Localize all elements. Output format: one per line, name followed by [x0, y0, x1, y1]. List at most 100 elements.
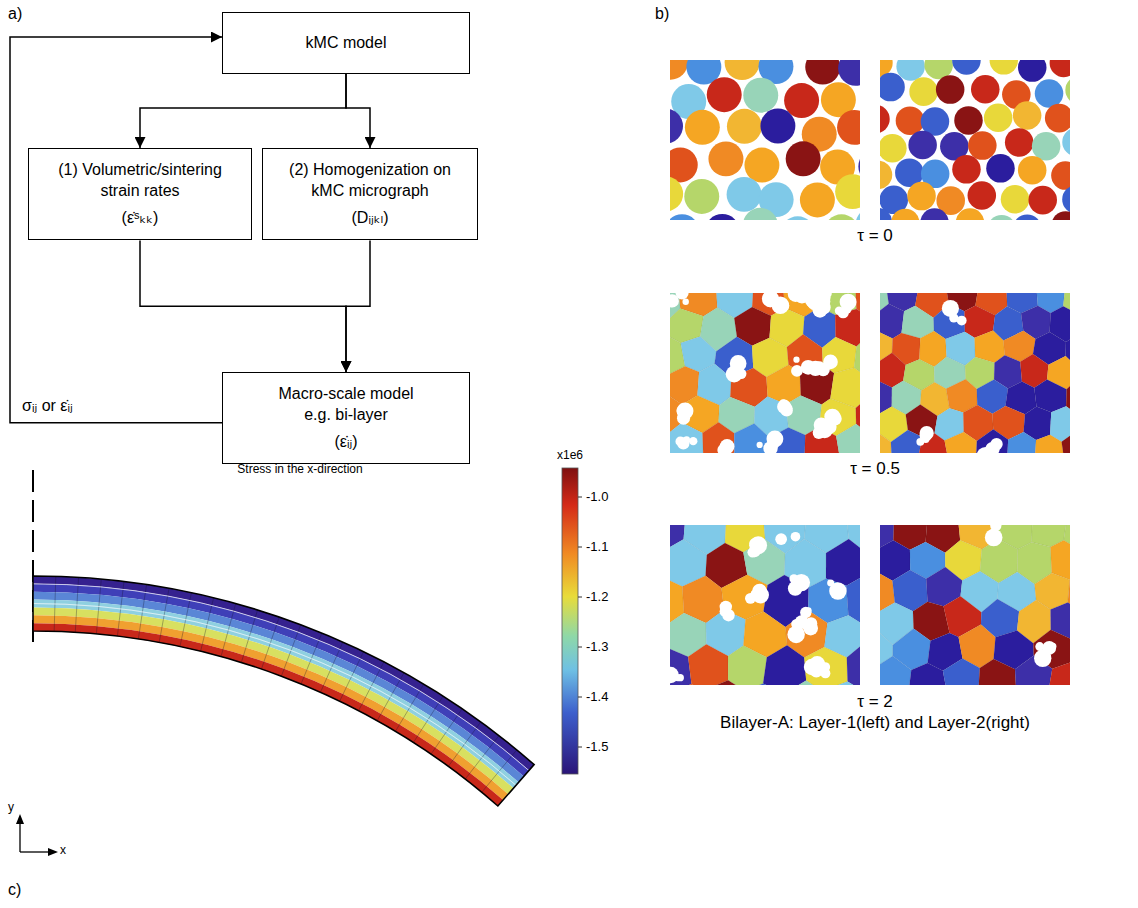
grain [1007, 432, 1036, 453]
micrograph-panel [670, 60, 860, 220]
mesh-line [33, 604, 516, 786]
colorbar-ticks [578, 497, 582, 747]
pore [757, 442, 763, 448]
micrographs [648, 45, 1126, 687]
grain [730, 453, 740, 454]
particle [824, 214, 859, 220]
grain [684, 684, 697, 685]
mesh-line [33, 584, 529, 771]
pore [1042, 641, 1056, 655]
grain [943, 659, 980, 685]
grain [1068, 579, 1070, 605]
particle [907, 182, 936, 211]
particle [856, 207, 860, 220]
particle [1051, 161, 1070, 190]
pore [800, 607, 811, 618]
grain [945, 432, 977, 453]
pore [763, 441, 777, 453]
grain [728, 646, 767, 685]
box-label: (1) Volumetric/sintering strain rates [37, 160, 243, 202]
beam-outline [33, 576, 534, 806]
caption-label: τ = 0 [857, 226, 893, 246]
particle [743, 208, 778, 220]
micrograph-panel [670, 525, 860, 685]
colorbar-tick: -1.5 [586, 739, 608, 755]
pore [805, 617, 817, 629]
edge-label: σᵢⱼ or ε̇ᵢⱼ [20, 396, 75, 415]
particle [744, 148, 779, 183]
particle [838, 60, 860, 86]
pore [990, 438, 1002, 450]
pore [985, 529, 1003, 547]
particle [968, 131, 997, 160]
panel-ground [880, 293, 1070, 453]
particle [956, 208, 985, 220]
particle [743, 78, 778, 113]
grain [826, 539, 860, 586]
pore [777, 300, 789, 312]
box-symbol: (Dᵢⱼₖₗ) [352, 208, 389, 229]
particle [1013, 101, 1042, 130]
particle [835, 174, 860, 209]
caption-label: Stress in the x-direction [237, 462, 362, 476]
pore [749, 546, 761, 558]
particle [908, 131, 937, 160]
grain [880, 433, 892, 453]
particle [987, 215, 1016, 220]
pore [825, 421, 834, 430]
grain [755, 683, 771, 685]
pore [795, 368, 802, 375]
grain [1035, 435, 1063, 453]
particle [936, 75, 965, 104]
particle [786, 141, 821, 176]
flow-arrow [140, 74, 346, 148]
pore [791, 365, 803, 377]
colorbar-tick: -1.4 [586, 689, 608, 705]
particle [880, 208, 892, 220]
grain [880, 656, 911, 685]
caption-label: τ = 2 [857, 692, 893, 712]
particle [780, 216, 815, 220]
process-box: (1) Volumetric/sintering strain rates(ε̇… [28, 148, 252, 240]
pore [791, 532, 801, 542]
pore [775, 533, 787, 545]
particle [707, 77, 742, 112]
particle [1050, 60, 1070, 77]
grain [670, 422, 703, 453]
particle [896, 106, 925, 135]
particle [891, 209, 920, 220]
pore [813, 303, 828, 318]
particle [705, 214, 740, 220]
particle [1018, 60, 1047, 82]
particle [968, 181, 997, 210]
colorbar-tick: -1.3 [586, 639, 608, 655]
grain [1049, 662, 1070, 685]
particle [708, 141, 743, 176]
particle [880, 161, 892, 190]
panel-letter: c) [8, 880, 21, 899]
box-label: Macro-scale model e.g. bi-layer [266, 384, 426, 426]
caption-label: Bilayer-A: Layer-1(left) and Layer-2(rig… [720, 713, 1030, 733]
pore [670, 667, 679, 683]
particle [1013, 214, 1042, 220]
micrograph-panel [670, 293, 860, 453]
particle [670, 147, 698, 182]
particle [727, 177, 762, 212]
grain [795, 681, 816, 685]
flow-arrow [346, 74, 370, 148]
particle [800, 182, 835, 217]
particle [760, 109, 795, 144]
process-box: Macro-scale model e.g. bi-layer (ε̇ᵢⱼ) [222, 372, 470, 464]
particle [1005, 128, 1034, 157]
pore [801, 360, 816, 375]
flow-arrow [140, 240, 346, 372]
box-symbol: (ε̇ᵢⱼ) [334, 432, 357, 453]
caption-label: y [8, 800, 14, 814]
pore [780, 404, 792, 416]
process-box: kMC model [222, 12, 470, 74]
grain [822, 337, 856, 373]
pore [788, 581, 803, 596]
pore [842, 304, 851, 313]
particle [1032, 132, 1061, 161]
